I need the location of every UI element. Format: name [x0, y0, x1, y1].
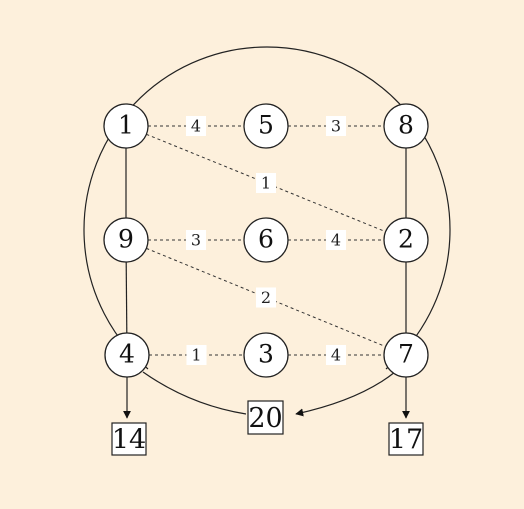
edge-4-to-20 — [142, 371, 247, 415]
node-label: 2 — [398, 225, 414, 254]
dashed-edge-1-2 — [146, 133, 386, 233]
svg-text:1: 1 — [191, 346, 201, 365]
node-label: 9 — [118, 225, 134, 254]
svg-text:1: 1 — [261, 174, 271, 193]
box-14: 14 — [111, 422, 147, 456]
svg-text:4: 4 — [331, 346, 341, 365]
dashed-edge-9-7 — [146, 247, 386, 348]
box-17: 17 — [388, 422, 424, 456]
svg-text:4: 4 — [191, 117, 201, 136]
solid-edge-9-4 — [125, 261, 128, 334]
node-9: 9 — [103, 217, 149, 263]
node-5: 5 — [243, 103, 289, 149]
box-20: 20 — [247, 400, 284, 435]
node-label: 8 — [398, 111, 414, 140]
node-7: 7 — [383, 332, 429, 378]
node-label: 1 — [118, 111, 134, 140]
edge-weight-3-7: 4 — [326, 345, 346, 365]
edge-weight-1-5: 4 — [186, 116, 206, 136]
node-8: 8 — [383, 103, 429, 149]
outer-circle-arc — [83, 46, 451, 370]
box-label: 17 — [389, 425, 423, 456]
svg-text:3: 3 — [191, 231, 201, 250]
node-6: 6 — [243, 217, 289, 263]
edge-weight-9-6: 3 — [186, 230, 206, 250]
node-label: 5 — [258, 111, 274, 140]
arrow-7-to-20 — [295, 371, 396, 417]
edge-weight-5-8: 3 — [326, 116, 346, 136]
node-3: 3 — [243, 332, 289, 378]
edge-weight-4-3: 1 — [186, 345, 207, 365]
box-label: 14 — [112, 425, 146, 456]
node-label: 7 — [398, 340, 414, 369]
edge-weight-6-2: 4 — [326, 230, 346, 250]
edge-weight-1-2: 1 — [256, 173, 276, 193]
node-label: 3 — [258, 340, 274, 369]
node-label: 4 — [119, 340, 135, 369]
node-label: 6 — [258, 225, 274, 254]
node-2: 2 — [383, 217, 429, 263]
svg-text:3: 3 — [331, 117, 341, 136]
node-4: 4 — [104, 332, 150, 378]
node-1: 1 — [103, 103, 149, 149]
edge-weight-9-7: 2 — [256, 287, 276, 308]
svg-text:2: 2 — [261, 288, 271, 307]
svg-text:4: 4 — [331, 231, 341, 250]
box-label: 20 — [248, 403, 282, 434]
